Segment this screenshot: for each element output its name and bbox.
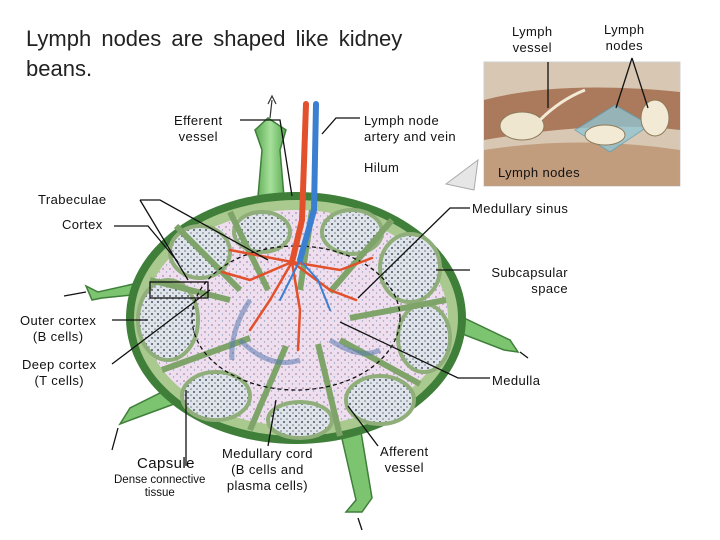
- label-artery-vein: Lymph node artery and vein: [364, 113, 456, 144]
- label-cortex: Cortex: [62, 217, 103, 232]
- label-capsule-sub: Dense connective tissue: [114, 474, 206, 499]
- label-trabeculae: Trabeculae: [38, 192, 107, 207]
- leader-lines: [111, 117, 490, 466]
- label-medullary-cord: Medullary cord (B cells and plasma cells…: [222, 446, 313, 493]
- label-outer-cortex: Outer cortex (B cells): [20, 313, 97, 344]
- label-capsule: Capsule: [137, 455, 195, 472]
- node-body: [126, 192, 466, 444]
- label-lymph-nodes-top: Lymph nodes: [604, 22, 645, 53]
- label-afferent-vessel: Afferent vessel: [380, 444, 429, 475]
- label-medullary-sinus: Medullary sinus: [472, 201, 569, 216]
- label-hilum: Hilum: [364, 160, 400, 175]
- artery-and-vein: [220, 101, 374, 352]
- label-lymph-nodes-photo: Lymph nodes: [498, 165, 580, 180]
- label-lymph-vessel-top: Lymph vessel: [512, 24, 553, 55]
- lymph-nodes-photo: [483, 61, 681, 187]
- label-medulla: Medulla: [492, 373, 541, 388]
- label-deep-cortex: Deep cortex (T cells): [22, 357, 97, 388]
- slide-title: Lymph nodes are shaped like kidney beans…: [26, 26, 403, 81]
- label-subcapsular-space: Subcapsular space: [491, 265, 568, 296]
- photo-arrow: [444, 158, 479, 191]
- label-efferent-vessel: Efferent vessel: [174, 113, 223, 144]
